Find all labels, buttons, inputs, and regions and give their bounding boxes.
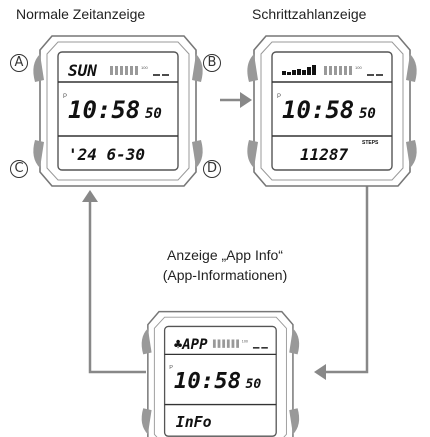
- button-c-label: C: [10, 160, 28, 178]
- button-d-label: D: [203, 160, 221, 178]
- watch-app-info: ♣APP 100 P 10:58 50 InFo: [140, 310, 300, 437]
- caption-app-info-line2: (App-Informationen): [162, 267, 288, 283]
- level-bars-icon: [324, 66, 352, 75]
- time-text: 10:58: [282, 96, 354, 124]
- caption-normal-time: Normale Zeitanzeige: [16, 6, 146, 22]
- button-b-label: B: [203, 54, 221, 72]
- pm-indicator: P: [277, 94, 281, 100]
- arrow-steps-to-appinfo: [314, 185, 369, 380]
- level-bars-icon: [110, 66, 138, 75]
- level-bars-icon: [212, 339, 239, 348]
- weekday-text: SUN: [68, 61, 97, 80]
- arrow-normal-to-steps: [220, 92, 252, 108]
- scale-label: 100: [355, 65, 362, 70]
- date-text: '24 6-30: [68, 145, 145, 164]
- watch-normal-time: SUN 100 P 10:58 50 '24 6-30: [32, 35, 204, 187]
- seconds-text: 50: [145, 106, 162, 122]
- arrow-appinfo-to-normal: [82, 190, 146, 374]
- info-text: InFo: [176, 413, 212, 431]
- step-graph-icon: [282, 65, 316, 75]
- button-a-label: A: [10, 54, 28, 72]
- step-count-text: 11287: [300, 145, 349, 164]
- seconds-text: 50: [359, 106, 376, 122]
- time-text: 10:58: [68, 96, 140, 124]
- steps-label: STEPS: [362, 140, 379, 146]
- scale-label: 100: [141, 65, 148, 70]
- pm-indicator: P: [63, 94, 67, 100]
- app-indicator: ♣APP: [174, 337, 208, 353]
- caption-step-count: Schrittzahlanzeige: [252, 6, 367, 22]
- scale-label: 100: [242, 339, 248, 343]
- seconds-text: 50: [246, 377, 262, 392]
- time-text: 10:58: [174, 368, 241, 394]
- watch-step-count: 100 P 10:58 50 STEPS 11287: [246, 35, 418, 187]
- pm-indicator: P: [169, 365, 173, 371]
- caption-app-info: Anzeige „App Info“ (App-Informationen): [150, 245, 300, 285]
- caption-app-info-line1: Anzeige „App Info“: [167, 247, 283, 263]
